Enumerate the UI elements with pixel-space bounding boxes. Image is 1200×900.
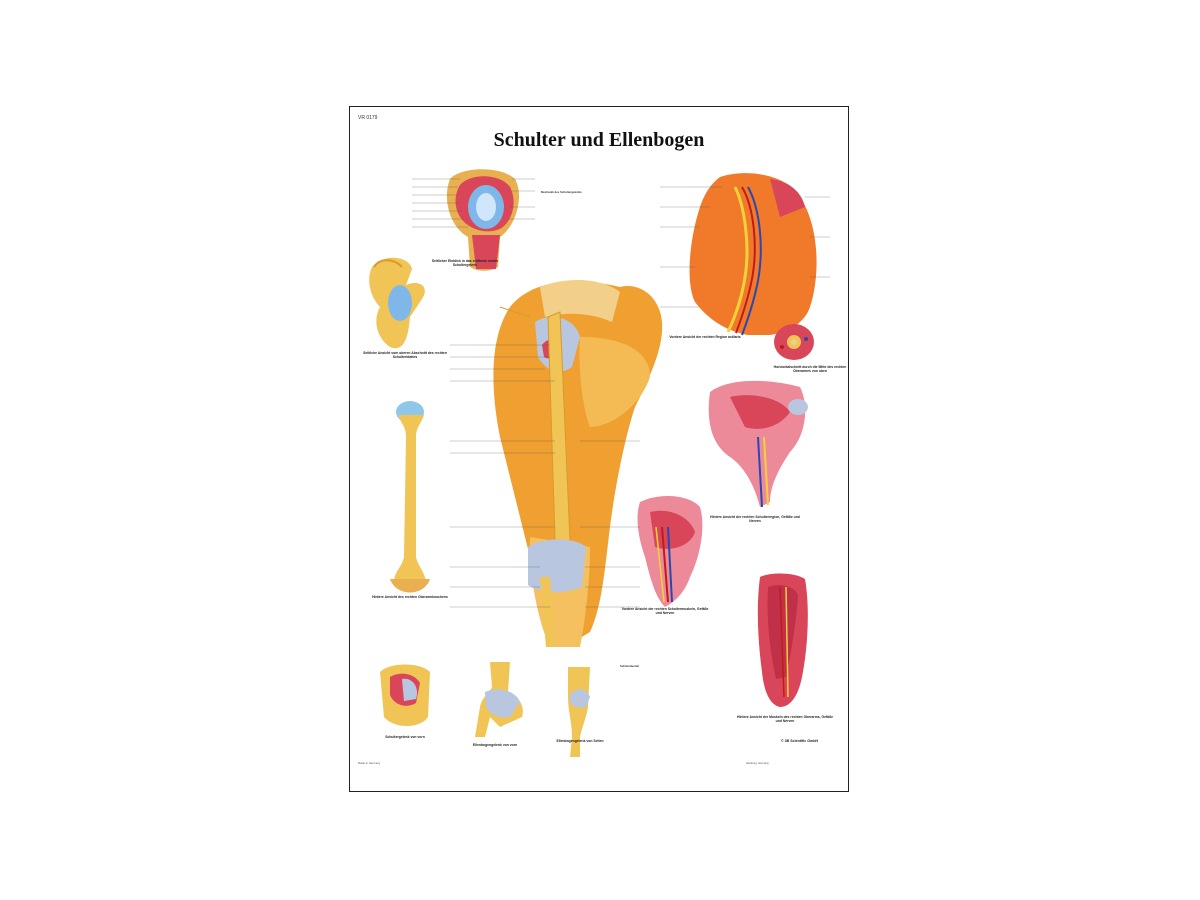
caption-rear-upper-arm: Hintere Ansicht der Muskeln des rechten … [737,715,833,723]
mechanics-text-block: Mechanik des Schultergelenks [541,190,661,194]
label-leader-lines [412,178,830,608]
illustration-canvas [369,169,830,757]
publisher-name: © 3B Scientific GmbH [781,739,818,743]
caption-elbow-front: Ellenbogengelenk von vorn [472,743,518,747]
caption-shoulder-lateral: Seitlicher Einblick in das eröffnete rec… [431,259,499,267]
footer-left-text: Made in Germany [358,761,381,765]
front-shoulder-vessels-illustration [637,495,703,607]
arm-cross-section-illustration [774,324,814,360]
humerus-illustration [390,401,430,593]
caption-axillary: Vordere Ansicht der rechten Region axill… [669,335,741,339]
elbow-joint-side-illustration [568,667,590,757]
anatomy-poster: VR 0179 Schulter und Ellenbogen [349,106,849,792]
shoulder-joint-front-illustration [380,664,430,726]
rear-shoulder-muscles-illustration [708,380,808,508]
elbow-joint-front-illustration [475,662,523,737]
poster-code: VR 0179 [358,115,378,121]
caption-scapula: Seitliche Ansicht vom oberen Abschnitt d… [363,351,447,359]
mechanics-heading: Mechanik des Schultergelenks [541,190,582,194]
caption-humerus: Hintere Ansicht des rechten Oberarmknoch… [372,595,448,599]
caption-cross-section: Horizontalschnitt durch die Mitte des re… [773,365,847,373]
caption-elbow-side: Ellenbogengelenk von Seiten [556,739,604,743]
caption-rear-shoulder: Hintere Ansicht der rechten Schulterregi… [710,515,800,523]
shoulder-joint-lateral-illustration [446,169,520,271]
bursa-text-block: Schleimbeutel [620,664,710,668]
rear-upper-arm-muscles-illustration [757,573,808,707]
publisher-note: Hamburg, Germany [746,761,769,765]
poster-title: Schulter und Ellenbogen [493,129,705,151]
caption-front-shoulder: Vordere Ansicht der rechten Schultermusk… [621,607,709,615]
axillary-region-illustration [689,173,817,336]
bursa-heading: Schleimbeutel [620,664,639,668]
main-arm-illustration [493,280,663,647]
scapula-lateral-illustration [369,257,425,349]
caption-shoulder-front: Schultergelenk von vorn [385,735,425,739]
